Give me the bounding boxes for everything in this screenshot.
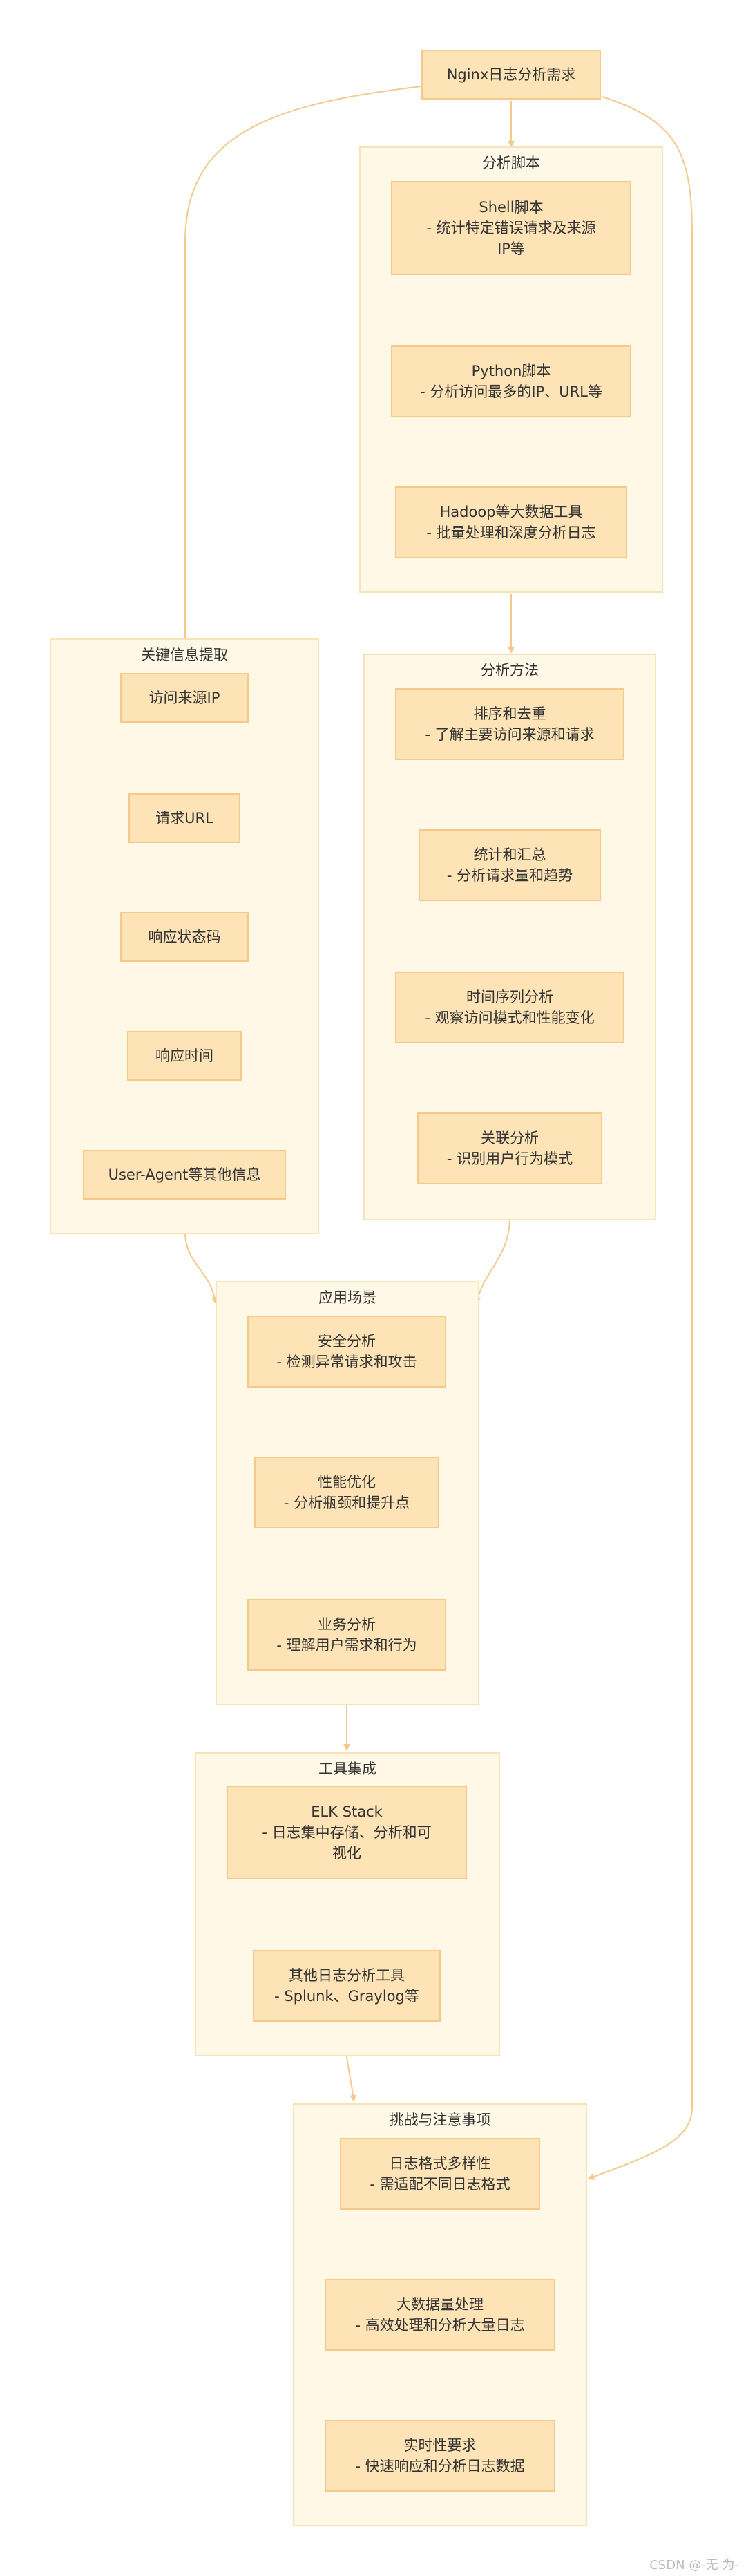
node-title: 访问来源IP bbox=[149, 690, 220, 706]
node-description: - 日志集中存储、分析和可 bbox=[262, 1824, 432, 1841]
node-title: 时间序列分析 bbox=[466, 989, 553, 1005]
node-title: 业务分析 bbox=[318, 1616, 376, 1633]
node-description: - 检测异常请求和攻击 bbox=[276, 1354, 417, 1370]
edge-tools-to-challenges bbox=[346, 2056, 357, 2102]
node-title: 大数据量处理 bbox=[396, 2296, 484, 2313]
edge-keyinfo-to-scenarios bbox=[184, 1233, 218, 1304]
node-description: - 分析请求量和趋势 bbox=[446, 867, 573, 884]
node-title: 统计和汇总 bbox=[473, 846, 546, 863]
node-elk-stack: ELK Stack - 日志集中存储、分析和可 视化 bbox=[227, 1786, 467, 1879]
node-title: 请求URL bbox=[155, 810, 213, 826]
cluster-title: 分析脚本 bbox=[482, 155, 540, 171]
root-node: Nginx日志分析需求 bbox=[421, 50, 601, 100]
node-security-analysis: 安全分析 - 检测异常请求和攻击 bbox=[247, 1316, 446, 1388]
node-python-script: Python脚本 - 分析访问最多的IP、URL等 bbox=[391, 345, 631, 417]
node-status-code: 响应状态码 bbox=[120, 912, 249, 962]
node-description: - 高效处理和分析大量日志 bbox=[355, 2317, 525, 2333]
node-description: - 快速响应和分析日志数据 bbox=[355, 2458, 525, 2474]
edge-methods-to-scenarios bbox=[474, 1220, 510, 1304]
node-correlation: 关联分析 - 识别用户行为模式 bbox=[417, 1112, 602, 1184]
node-title: ELK Stack bbox=[311, 1803, 383, 1820]
node-description: - 分析访问最多的IP、URL等 bbox=[420, 383, 602, 400]
node-user-agent: User-Agent等其他信息 bbox=[83, 1150, 286, 1200]
node-title: 其他日志分析工具 bbox=[289, 1967, 405, 1984]
root-node-label: Nginx日志分析需求 bbox=[446, 66, 576, 83]
node-description: - 需适配不同日志格式 bbox=[370, 2176, 510, 2193]
node-description-cont: 视化 bbox=[332, 1845, 361, 1862]
cluster-title: 关键信息提取 bbox=[141, 647, 228, 663]
node-sort-dedup: 排序和去重 - 了解主要访问来源和请求 bbox=[395, 688, 624, 760]
node-business-analysis: 业务分析 - 理解用户需求和行为 bbox=[247, 1599, 446, 1671]
node-title: 排序和去重 bbox=[473, 705, 546, 722]
edge-root-to-challenges bbox=[587, 96, 693, 2180]
node-performance-optimization: 性能优化 - 分析瓶颈和提升点 bbox=[254, 1457, 439, 1528]
node-description-cont: IP等 bbox=[497, 240, 525, 257]
node-title: Shell脚本 bbox=[479, 199, 544, 216]
node-description: - 批量处理和深度分析日志 bbox=[426, 524, 596, 541]
cluster-title: 挑战与注意事项 bbox=[389, 2112, 491, 2128]
watermark-text: CSDN @-无 为- bbox=[649, 2558, 739, 2573]
node-other-log-tools: 其他日志分析工具 - Splunk、Graylog等 bbox=[253, 1950, 441, 2022]
edge-root-to-keyinfo bbox=[182, 86, 422, 682]
node-title: 响应时间 bbox=[155, 1048, 213, 1064]
node-title: 性能优化 bbox=[318, 1474, 376, 1490]
node-realtime-requirement: 实时性要求 - 快速响应和分析日志数据 bbox=[325, 2420, 555, 2492]
node-log-format-diversity: 日志格式多样性 - 需适配不同日志格式 bbox=[340, 2138, 540, 2210]
node-title: User-Agent等其他信息 bbox=[108, 1166, 261, 1183]
cluster-title: 分析方法 bbox=[481, 662, 539, 679]
node-title: 日志格式多样性 bbox=[389, 2155, 491, 2172]
node-title: 安全分析 bbox=[318, 1333, 376, 1349]
node-request-url: 请求URL bbox=[128, 793, 240, 843]
node-title: Hadoop等大数据工具 bbox=[439, 504, 583, 520]
node-description: - 识别用户行为模式 bbox=[446, 1150, 573, 1167]
node-title: 响应状态码 bbox=[148, 929, 221, 945]
node-source-ip: 访问来源IP bbox=[120, 673, 249, 723]
node-description: - 观察访问模式和性能变化 bbox=[425, 1010, 595, 1026]
node-description: - 了解主要访问来源和请求 bbox=[425, 726, 595, 743]
cluster-title: 工具集成 bbox=[318, 1761, 376, 1777]
node-description: - 统计特定错误请求及来源 bbox=[426, 220, 596, 236]
node-title: Python脚本 bbox=[471, 363, 551, 379]
node-response-time: 响应时间 bbox=[127, 1031, 242, 1081]
node-description: - Splunk、Graylog等 bbox=[274, 1988, 419, 2005]
node-title: 实时性要求 bbox=[403, 2437, 477, 2454]
cluster-title: 应用场景 bbox=[318, 1289, 376, 1306]
node-hadoop-tools: Hadoop等大数据工具 - 批量处理和深度分析日志 bbox=[395, 486, 627, 558]
node-description: - 理解用户需求和行为 bbox=[276, 1637, 417, 1654]
node-description: - 分析瓶颈和提升点 bbox=[283, 1495, 410, 1511]
node-title: 关联分析 bbox=[481, 1130, 539, 1146]
node-time-series: 时间序列分析 - 观察访问模式和性能变化 bbox=[395, 972, 624, 1043]
node-big-data-processing: 大数据量处理 - 高效处理和分析大量日志 bbox=[325, 2279, 555, 2351]
node-stats-summary: 统计和汇总 - 分析请求量和趋势 bbox=[419, 829, 601, 901]
node-shell-script: Shell脚本 - 统计特定错误请求及来源 IP等 bbox=[391, 181, 631, 275]
